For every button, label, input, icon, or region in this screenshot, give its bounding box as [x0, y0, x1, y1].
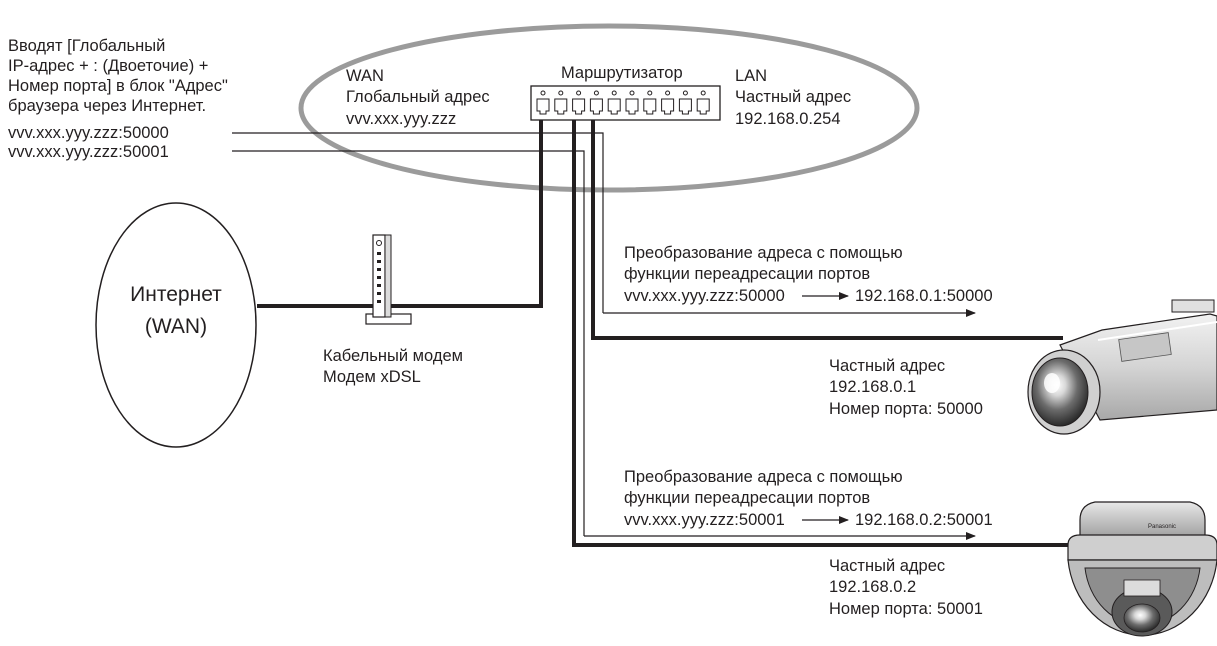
url-50000: vvv.xxx.yyy.zzz:50000: [8, 124, 169, 142]
instruction-line-2: IP-адрес + : (Двоеточие) +: [8, 57, 208, 75]
modem-icon: [366, 235, 411, 324]
dome-brand-text: Panasonic: [1148, 524, 1176, 530]
forward1-to: 192.168.0.1:50000: [855, 287, 993, 305]
camera1-port: Номер порта: 50000: [829, 400, 983, 418]
router-name: Маршрутизатор: [561, 64, 683, 82]
forwarding-1: Преобразование адреса с помощью функции …: [624, 244, 993, 305]
cable-wan: [257, 110, 541, 306]
camera2-address-value: 192.168.0.2: [829, 578, 916, 596]
instruction-block: Вводят [Глобальный IP-адрес + : (Двоеточ…: [8, 37, 228, 161]
internet-label: Интернет: [130, 283, 222, 306]
forward2-line1: Преобразование адреса с помощью: [624, 468, 903, 486]
request-lines: [232, 133, 603, 536]
modem-label-xdsl: Модем xDSL: [323, 368, 421, 386]
camera1-address-label: Частный адрес: [829, 357, 945, 375]
camera1-address-value: 192.168.0.1: [829, 378, 916, 396]
camera2-address-label: Частный адрес: [829, 557, 945, 575]
request-line-50000: [232, 133, 603, 313]
wan-address-value: vvv.xxx.yyy.zzz: [346, 110, 456, 128]
lan-title: LAN: [735, 67, 767, 85]
forward2-to: 192.168.0.2:50001: [855, 511, 993, 529]
wan-address-label: Глобальный адрес: [346, 88, 490, 106]
router-icon: [531, 86, 720, 120]
instruction-line-3: Номер порта] в блок "Адрес": [8, 77, 228, 95]
wan-title: WAN: [346, 67, 384, 85]
instruction-line-1: Вводят [Глобальный: [8, 37, 165, 55]
forward1-from: vvv.xxx.yyy.zzz:50000: [624, 287, 785, 305]
forward2-from: vvv.xxx.yyy.zzz:50001: [624, 511, 785, 529]
camera1-labels: Частный адрес 192.168.0.1 Номер порта: 5…: [829, 357, 983, 418]
camera2-port: Номер порта: 50001: [829, 600, 983, 618]
box-camera-icon: [1028, 300, 1217, 434]
forward1-line2: функции переадресации портов: [624, 265, 870, 283]
instruction-line-4: браузера через Интернет.: [8, 97, 206, 115]
modem-label-cable: Кабельный модем: [323, 347, 463, 365]
camera2-labels: Частный адрес 192.168.0.2 Номер порта: 5…: [829, 557, 983, 618]
internet-wan-label: (WAN): [145, 315, 207, 338]
forward2-line2: функции переадресации портов: [624, 489, 870, 507]
forwarding-2: Преобразование адреса с помощью функции …: [624, 468, 993, 529]
lan-address-value: 192.168.0.254: [735, 110, 841, 128]
request-line-50001: [232, 151, 584, 536]
lan-address-label: Частный адрес: [735, 88, 851, 106]
dome-camera-icon: Panasonic: [1068, 502, 1217, 636]
forward1-line1: Преобразование адреса с помощью: [624, 244, 903, 262]
url-50001: vvv.xxx.yyy.zzz:50001: [8, 143, 169, 161]
